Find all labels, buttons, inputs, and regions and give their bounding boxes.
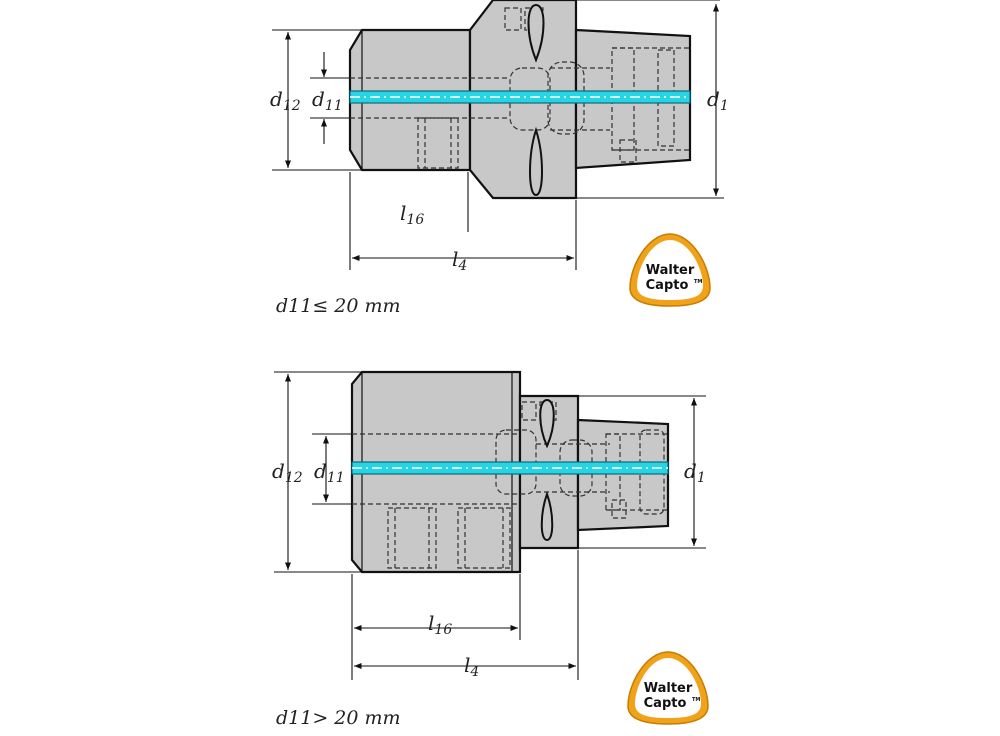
- logo-tm-bottom: TM: [692, 697, 700, 703]
- label-d12-bottom: dd1212: [272, 459, 303, 486]
- label-l16-bottom: ll1616: [428, 611, 452, 638]
- logo-tm-top: TM: [694, 279, 702, 285]
- walter-capto-logo-bottom: Walter Capto TM: [627, 651, 709, 725]
- label-d1-bottom: dd11: [684, 459, 706, 486]
- dimensions-bottom: [274, 371, 706, 680]
- drive-slot-top: [527, 3, 545, 197]
- figure-top: dd1212 dd1111 dd11 ll1616 ll44 d11≤ 20 m…: [270, 0, 729, 317]
- condition-bottom: d11> 20 mm: [276, 707, 401, 729]
- logo-line2-top: Capto: [646, 278, 689, 293]
- logo-line1-top: Walter: [646, 263, 695, 278]
- label-d12-top: dd1212: [270, 87, 301, 114]
- label-d11-bottom: dd1111: [314, 459, 345, 486]
- label-l4-bottom: ll44: [464, 653, 479, 680]
- label-l16-top: ll1616: [400, 201, 424, 228]
- figure-bottom: dd1212 dd1111 dd11 ll1616 ll44 d11> 20 m…: [272, 370, 706, 729]
- logo-line1-bottom: Walter: [644, 681, 693, 696]
- logo-line2-bottom: Capto: [644, 696, 687, 711]
- dimensions-top: [272, 0, 724, 270]
- drive-slot-bottom: [539, 398, 555, 542]
- label-d11-top: dd1111: [312, 87, 343, 114]
- label-l4-top: ll44: [452, 247, 467, 274]
- condition-top: d11≤ 20 mm: [276, 295, 401, 317]
- coolant-channel-bottom: [351, 461, 669, 475]
- label-d1-top: dd11: [707, 87, 729, 114]
- coolant-channel-top: [349, 90, 691, 104]
- walter-capto-logo-top: Walter Capto TM: [629, 233, 711, 307]
